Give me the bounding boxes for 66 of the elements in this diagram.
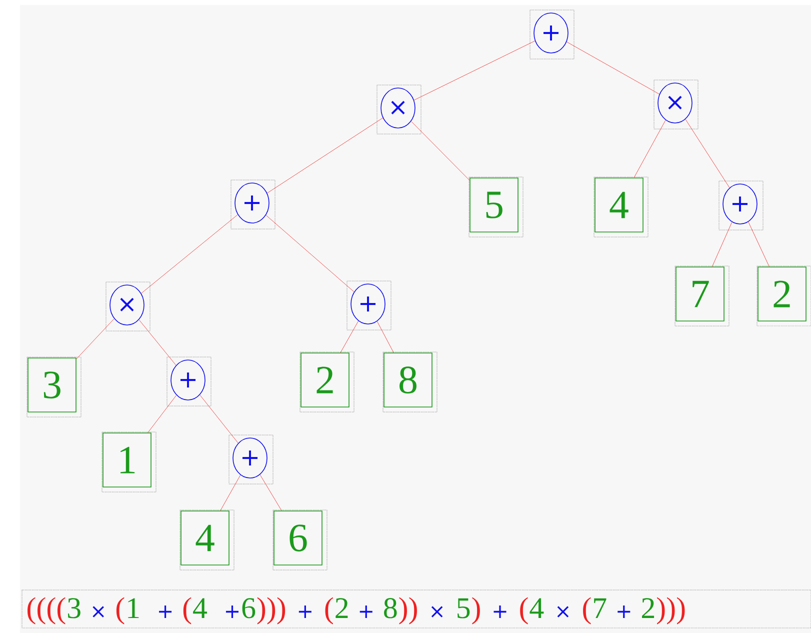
operator-node: × <box>654 80 698 130</box>
number-box: 4 <box>180 510 234 570</box>
number-box: 5 <box>468 176 524 238</box>
tree-edge <box>76 318 114 360</box>
tree-edge <box>340 320 359 353</box>
operator-node: + <box>346 280 392 330</box>
tree-edge <box>748 222 770 267</box>
parenthesis: ( <box>116 597 124 624</box>
operator-node: + <box>530 10 574 60</box>
tree-edge <box>138 320 176 366</box>
number-box: 1 <box>102 432 156 492</box>
number: 1 <box>128 598 139 618</box>
parenthesis: ))) <box>257 597 286 624</box>
operator-node: + <box>166 356 212 406</box>
tree-edge <box>141 214 238 294</box>
tree-edge <box>566 42 660 94</box>
tree-edge <box>220 474 241 511</box>
operator: + <box>226 605 238 618</box>
number-box: 3 <box>26 356 82 418</box>
operator: + <box>159 605 172 618</box>
operator-node: × <box>376 84 422 134</box>
tree-edge <box>712 222 732 267</box>
operator: + <box>618 605 630 618</box>
number-box: 8 <box>382 352 438 412</box>
number: 2 <box>642 598 654 618</box>
operator-node: × <box>106 282 150 332</box>
number: 5 <box>458 598 470 618</box>
number: 6 <box>242 598 256 618</box>
parenthesis: ) <box>472 597 480 624</box>
tree-edge <box>260 474 282 511</box>
tree-edge <box>685 119 730 188</box>
number: 8 <box>384 598 397 618</box>
number-box: 4 <box>594 176 648 238</box>
number: 3 <box>68 598 80 618</box>
parenthesis: (((( <box>28 597 66 624</box>
parenthesis: ( <box>325 597 333 624</box>
parenthesis: ( <box>183 597 192 624</box>
operator-node: + <box>230 180 276 230</box>
operator: × <box>92 606 104 618</box>
parenthesis: ( <box>520 597 528 624</box>
number-box: 6 <box>272 510 328 570</box>
operator: × <box>557 606 569 618</box>
number: 7 <box>594 598 606 618</box>
tree-edge <box>148 395 177 433</box>
tree-edge <box>200 394 238 444</box>
operator: + <box>298 605 312 618</box>
tree-edge <box>266 214 354 292</box>
tree-edge <box>414 40 536 100</box>
parenthesis: ))) <box>657 597 685 624</box>
operator-node: + <box>228 434 274 484</box>
number: 4 <box>193 598 207 618</box>
operator: + <box>494 605 506 618</box>
tree-edge <box>410 121 470 181</box>
number-box: 2 <box>300 352 354 412</box>
number-box: 2 <box>756 266 811 326</box>
tree-edge <box>376 321 394 353</box>
operator: × <box>431 606 443 618</box>
tree-edge <box>634 120 666 178</box>
parenthesis: ( <box>583 597 591 624</box>
parenthesis: )) <box>399 597 417 624</box>
operator: + <box>360 605 372 618</box>
operator-node: + <box>718 180 764 230</box>
tree-edge <box>267 118 383 194</box>
number-box: 7 <box>674 266 730 326</box>
number: 4 <box>530 598 544 618</box>
number: 2 <box>336 598 348 618</box>
